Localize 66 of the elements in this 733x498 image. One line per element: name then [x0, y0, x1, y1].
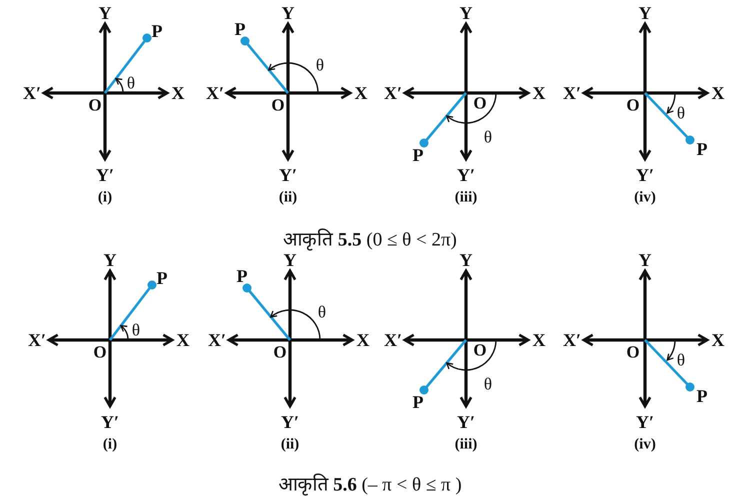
axis-label: X′ [384, 331, 402, 349]
angle-label: θ [132, 322, 140, 338]
axis-label: Y [460, 251, 472, 269]
axis-label: X [712, 84, 724, 102]
axis-label: Y′ [278, 166, 298, 184]
axis-label: X′ [562, 84, 582, 102]
origin-label: O [273, 344, 287, 360]
point-label: P [696, 387, 708, 405]
point-label: P [152, 22, 162, 40]
axis-label: Y′ [456, 413, 476, 431]
figure-label: (ii) [280, 438, 300, 452]
origin-label: O [88, 96, 102, 114]
axis-label: Y [284, 251, 296, 269]
axis-label: Y′ [636, 166, 654, 184]
axis-label: X′ [208, 331, 226, 349]
origin-label: O [473, 342, 487, 358]
axis-label: Y′ [280, 413, 300, 431]
axis-label: Y [638, 4, 652, 22]
angle-label: θ [316, 56, 324, 74]
angle-label: θ [484, 376, 492, 392]
origin-label: O [271, 96, 285, 114]
axis-label: Y [98, 4, 112, 22]
point-label: P [236, 267, 248, 285]
figure-label: (iii) [454, 190, 478, 206]
axis-label: Y′ [96, 166, 114, 184]
angle-label: θ [126, 74, 136, 92]
axis-label: X [176, 331, 190, 349]
angle-label: θ [676, 352, 686, 368]
figure-label: (i) [102, 438, 118, 452]
point-label: P [156, 269, 168, 287]
axis-label: Y′ [100, 413, 120, 431]
figure-label: (i) [98, 190, 112, 206]
angle-label: θ [484, 128, 492, 146]
axis-label: Y [282, 4, 294, 22]
axis-label: X [172, 84, 184, 102]
axis-label: Y [104, 251, 116, 269]
figure-label: (iii) [454, 438, 478, 452]
angle-label: θ [676, 104, 686, 122]
axis-label: Y′ [636, 413, 654, 431]
point-label: P [696, 140, 708, 158]
axis-label: X′ [384, 84, 402, 102]
point-label: P [412, 146, 424, 164]
axis-label: X′ [28, 331, 46, 349]
axis-label: X′ [22, 84, 42, 102]
point-label: P [234, 20, 246, 38]
figure-label: (iv) [634, 190, 656, 206]
axis-label: X [354, 84, 368, 102]
axis-label: X′ [206, 84, 224, 102]
axis-label: Y [638, 251, 652, 269]
axis-label: Y [460, 4, 472, 22]
axis-label: X [532, 331, 546, 349]
origin-label: O [626, 96, 640, 114]
axis-label: X [712, 331, 724, 349]
figure-label: (ii) [278, 190, 298, 206]
figure-label: (iv) [634, 438, 656, 452]
angle-label: θ [318, 304, 326, 320]
axis-label: X [532, 84, 546, 102]
origin-label: O [93, 344, 107, 360]
figure-caption: आकृति 5.5 (0 ≤ θ < 2π) [283, 230, 457, 250]
origin-label: O [626, 344, 640, 360]
axis-label: X′ [562, 331, 582, 349]
figure-caption: आकृति 5.6 (– π < θ ≤ π ) [278, 476, 462, 494]
axis-label: Y′ [456, 166, 476, 184]
point-label: P [412, 393, 424, 411]
axis-label: X [356, 331, 370, 349]
origin-label: O [473, 94, 487, 112]
